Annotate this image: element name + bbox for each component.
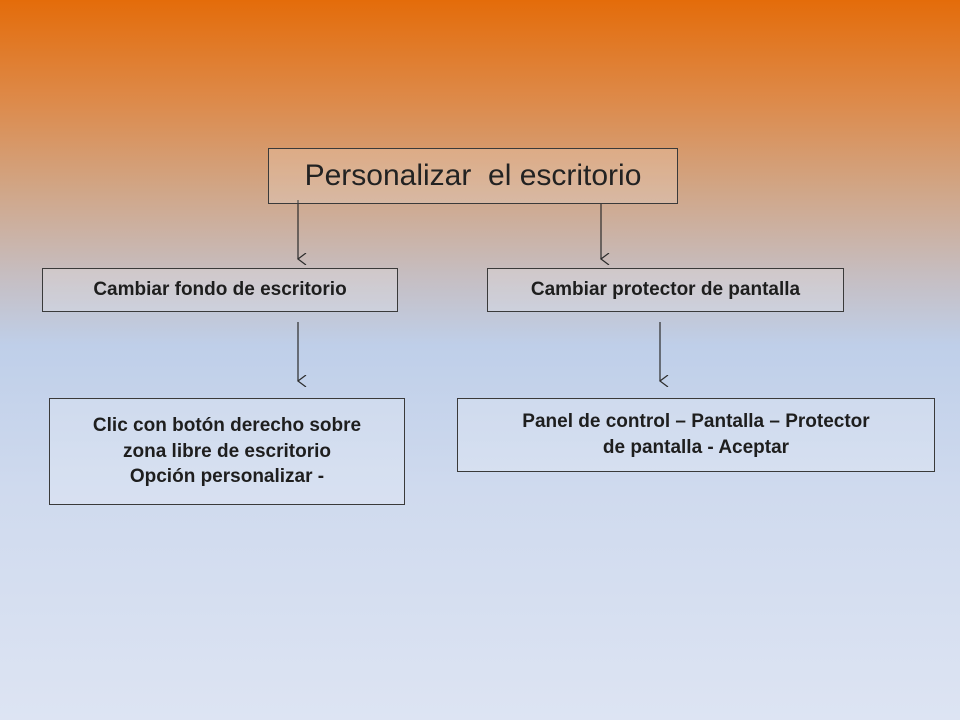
title-node: Personalizar el escritorio bbox=[268, 148, 678, 204]
protector-instruccion-line-1: Panel de control – Pantalla – Protector bbox=[522, 411, 870, 433]
protector-instruccion-line-2: de pantalla - Aceptar bbox=[602, 437, 790, 458]
node-cambiar-fondo-label: Cambiar fondo de escritorio bbox=[93, 279, 347, 301]
node-protector-instrucciones: Panel de control – Pantalla – Protector … bbox=[457, 398, 935, 472]
fondo-instruccion-line-2: zona libre de escritorio bbox=[123, 440, 331, 462]
node-cambiar-protector-label: Cambiar protector de pantalla bbox=[530, 279, 801, 301]
node-fondo-instrucciones: Clic con botón derecho sobre zona libre … bbox=[49, 398, 405, 505]
title-text: Personalizar el escritorio bbox=[304, 159, 642, 192]
node-cambiar-fondo: Cambiar fondo de escritorio bbox=[42, 268, 398, 312]
node-cambiar-protector: Cambiar protector de pantalla bbox=[487, 268, 844, 312]
fondo-instruccion-line-1: Clic con botón derecho sobre bbox=[92, 415, 362, 437]
fondo-instruccion-line-3: Opción personalizar - bbox=[129, 466, 325, 488]
